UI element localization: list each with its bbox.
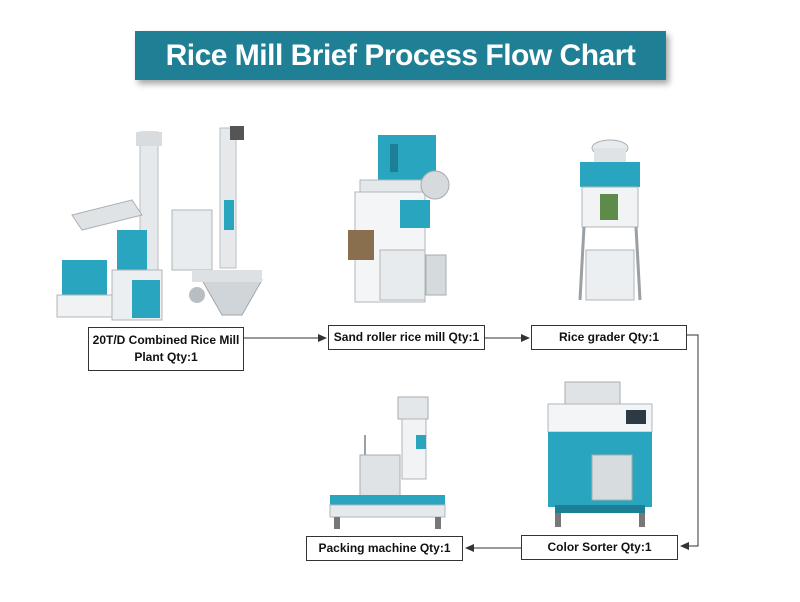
step-sand-roller-mill-label: Sand roller rice mill Qty:1 [333,330,480,344]
step-packing-machine: Packing machine Qty:1 [306,536,463,561]
step-combined-rice-mill: 20T/D Combined Rice Mill Plant Qty:1 [88,327,244,371]
arrow-step3-to-step4 [680,334,699,550]
step-packing-machine-label: Packing machine Qty:1 [318,541,451,555]
step-sand-roller-mill: Sand roller rice mill Qty:1 [328,325,485,350]
color-sorter-image [547,381,653,527]
step-rice-grader-label: Rice grader Qty:1 [558,330,660,344]
combined-rice-mill-image [56,126,263,321]
packing-machine-image [329,396,446,529]
sand-roller-mill-image [348,135,450,303]
step-color-sorter: Color Sorter Qty:1 [521,535,678,560]
step-color-sorter-label: Color Sorter Qty:1 [547,540,652,554]
title-banner: Rice Mill Brief Process Flow Chart [135,31,666,80]
step-combined-rice-mill-line1: 20T/D Combined Rice Mill [92,333,240,347]
page-title: Rice Mill Brief Process Flow Chart [165,38,636,72]
step-combined-rice-mill-line2: Plant Qty:1 [134,350,198,364]
rice-grader-image [578,139,642,301]
step-rice-grader: Rice grader Qty:1 [531,325,687,350]
